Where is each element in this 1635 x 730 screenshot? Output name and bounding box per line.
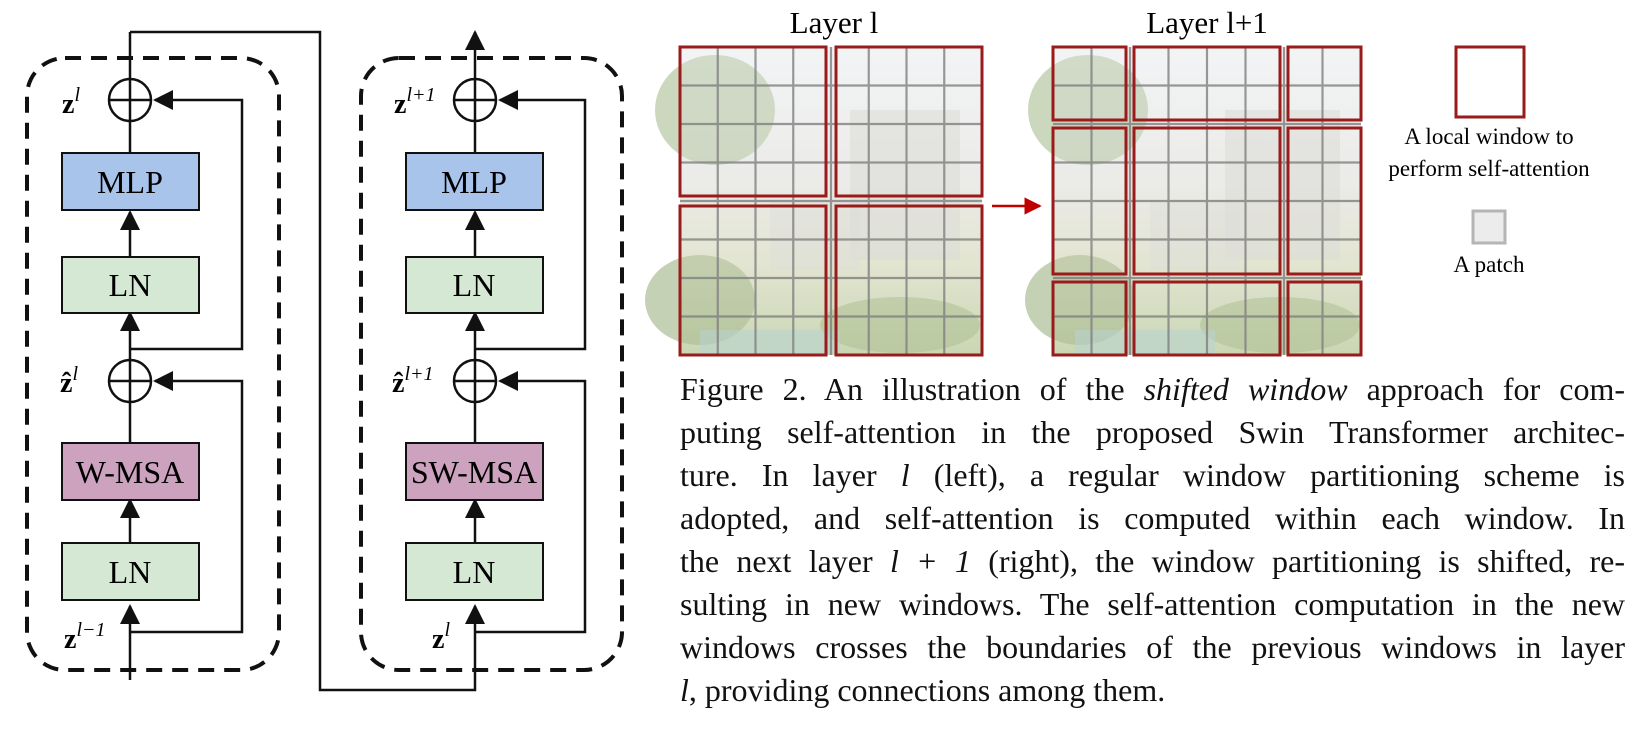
legend-window-label-1: A local window to [1404,124,1573,149]
shifted-window [1051,45,1128,122]
right-add-mid [452,358,498,404]
shifted-window [1286,280,1363,357]
left-ln-bottom-box [61,542,200,601]
right-ln-bottom-label: LN [453,554,496,590]
caption-line-6: sulting in new windows. The self-attenti… [680,586,1625,622]
caption-line-7: windows crosses the boundaries of the pr… [680,629,1625,665]
left-wmsa-label: W-MSA [76,454,184,490]
left-block-dashed-border [25,56,281,672]
local-window [834,204,984,357]
right-mlp-box [405,152,544,211]
caption-line-3: ture. In layer l (left), a regular windo… [680,457,1626,493]
caption-line-8: l, providing connections among them. [680,672,1166,708]
legend-window-label-2: perform self-attention [1388,156,1590,181]
shifted-window [1132,126,1282,276]
layer-l-title: Layer l [790,5,879,40]
left-add-top [107,77,153,123]
left-block: MLP LN W-MSA LN zl ẑl zl−1 [25,32,281,680]
shifted-window [1132,45,1282,122]
legend-patch-swatch [1471,209,1507,245]
shifted-window [1051,126,1128,276]
caption-line-5: the next layer l + 1 (right), the window… [680,543,1626,579]
local-window [834,45,984,198]
left-in-var: zl−1 [64,619,106,655]
right-mlp-label: MLP [441,164,507,200]
figure-caption: Figure 2. An illustration of the shifted… [680,368,1625,712]
right-block-dashed-border [359,56,624,672]
legend-window-swatch [1454,45,1526,119]
right-mid-var: ẑl+1 [392,363,434,399]
layer-l1-image [1025,45,1363,357]
left-ln-top-box [61,256,200,314]
right-ln-bottom-box [405,542,544,601]
right-swmsa-label: SW-MSA [411,454,537,490]
left-ln-bottom-label: LN [109,554,152,590]
local-window [678,204,828,357]
right-ln-top-label: LN [453,267,496,303]
left-ln-top-label: LN [109,267,152,303]
left-add-mid [107,358,153,404]
local-window [678,45,828,198]
layer-l1-title: Layer l+1 [1146,5,1268,40]
right-add-top [452,77,498,123]
caption-line-4: adopted, and self-attention is computed … [680,500,1625,536]
legend-patch-label: A patch [1454,252,1525,277]
left-mid-var: ẑl [60,363,78,399]
right-in-var: zl [432,619,450,655]
left-wmsa-box [61,442,200,501]
shifted-window [1051,280,1128,357]
shifted-window [1286,45,1363,122]
caption-line-1: Figure 2. An illustration of the shifted… [680,371,1625,407]
left-out-var: zl [62,84,80,120]
right-ln-top-box [405,256,544,314]
left-mlp-box [61,152,200,211]
shifted-window [1286,126,1363,276]
block-connector [130,30,477,692]
shifted-window [1132,280,1282,357]
right-block: MLP LN SW-MSA LN zl+1 ẑl+1 zl [359,30,624,674]
right-out-var: zl+1 [394,84,436,120]
layer-l-image [645,45,984,357]
right-swmsa-box [405,442,544,501]
left-mlp-label: MLP [97,164,163,200]
caption-line-2: puting self-attention in the proposed Sw… [680,414,1625,450]
